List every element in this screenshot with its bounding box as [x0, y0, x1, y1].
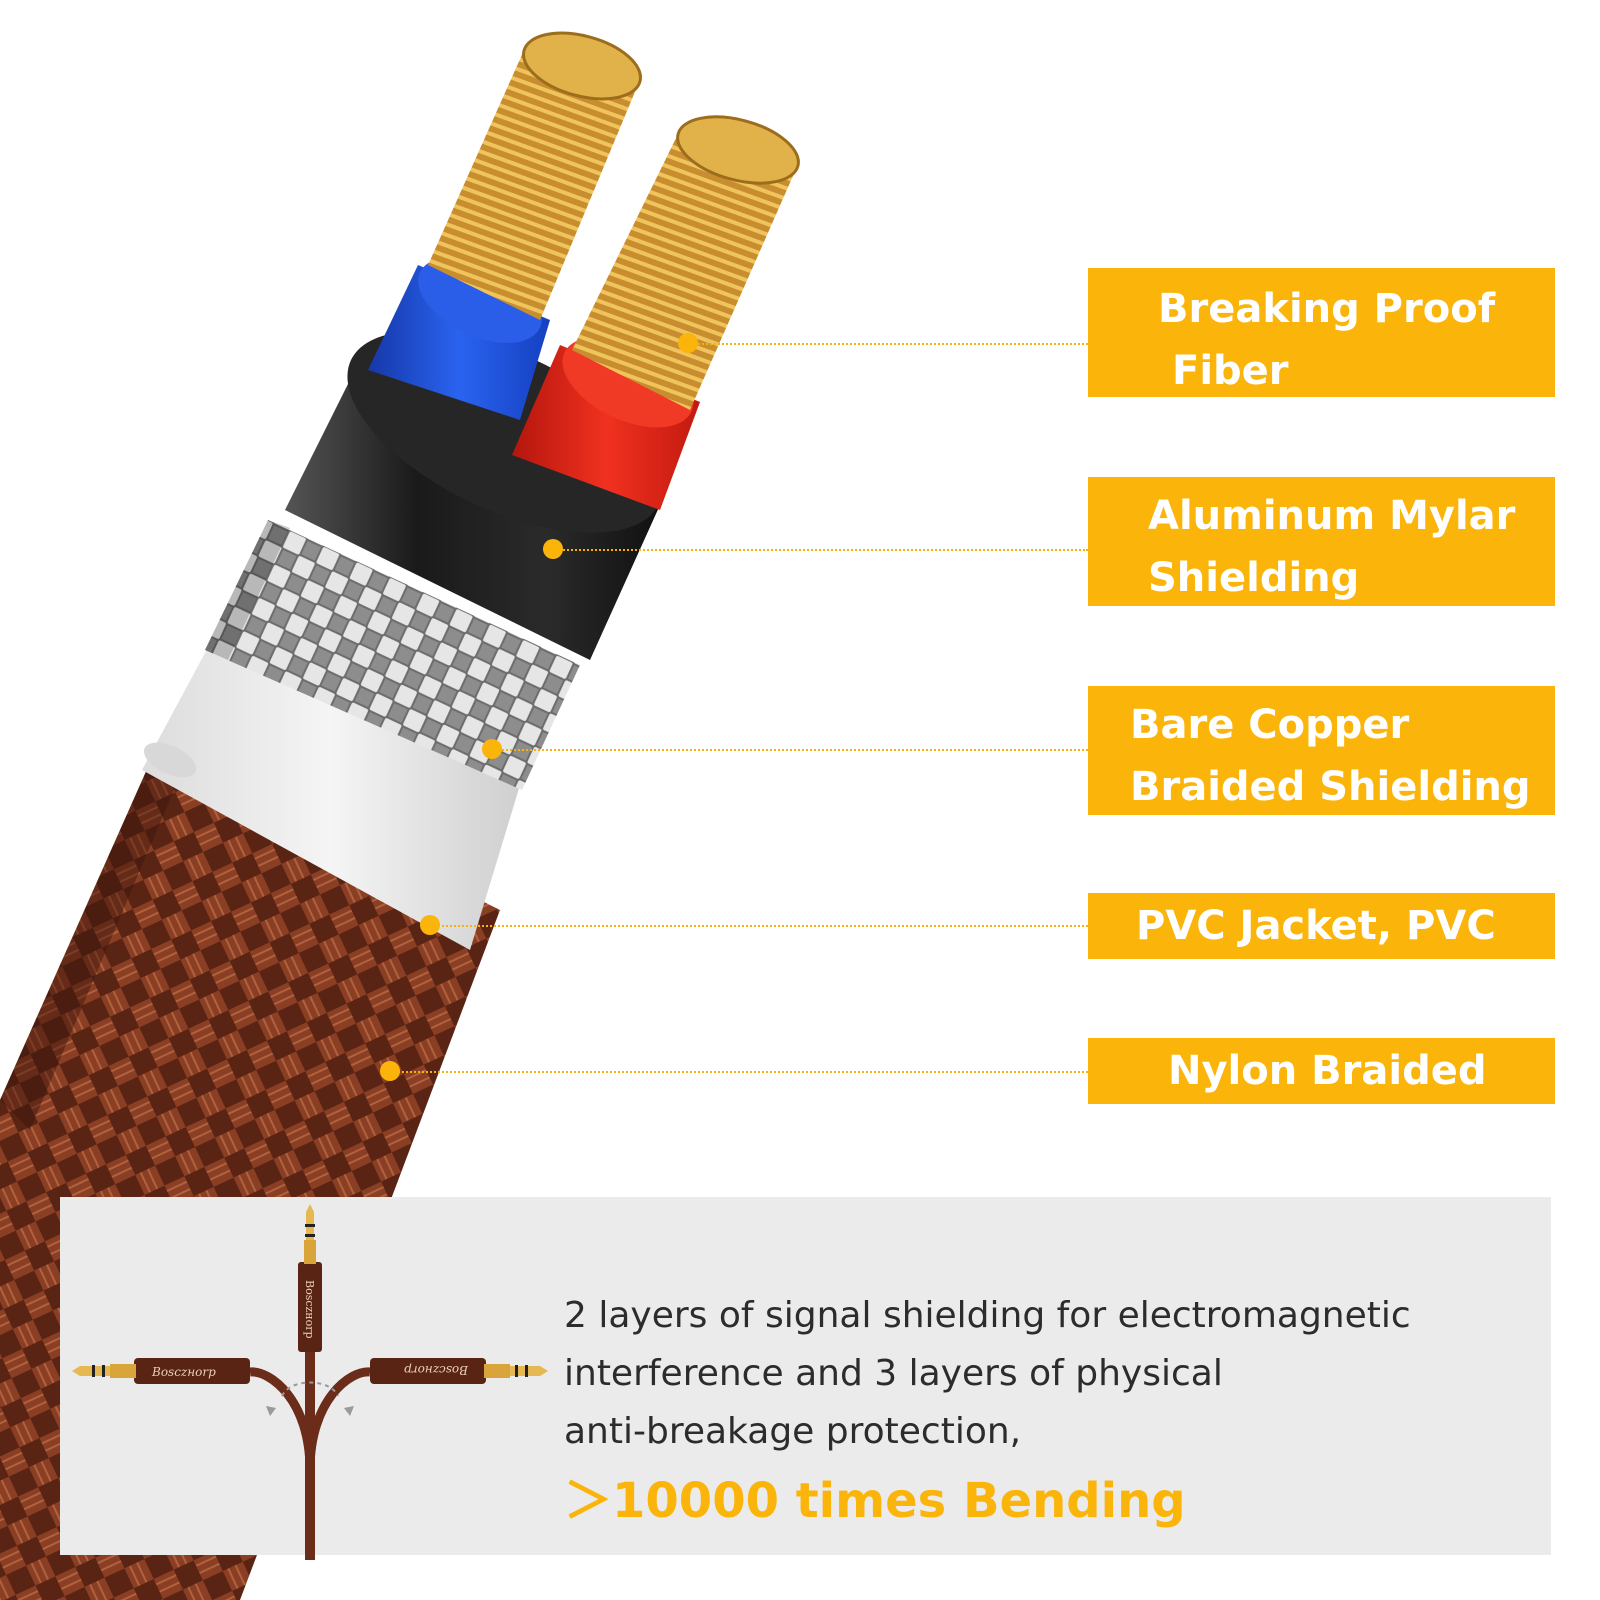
pvc-jacket — [142, 640, 520, 950]
label-line: Braided Shielding — [1130, 764, 1531, 810]
label-line: PVC Jacket, PVC — [1136, 903, 1496, 949]
label-line: Bare Copper — [1130, 702, 1410, 748]
dot-nylon — [380, 1061, 400, 1081]
gold-conductor-left — [428, 48, 642, 320]
info-line-3: anti-breakage protection, — [564, 1411, 1022, 1452]
dot-mylar — [543, 539, 563, 559]
label-breaking-proof-fiber: Breaking Proof Fiber — [1088, 268, 1555, 397]
right-plug-brand: Bosczнorp — [404, 1363, 469, 1377]
label-pvc-jacket: PVC Jacket, PVC — [1088, 893, 1555, 959]
label-line: Nylon Braided — [1168, 1048, 1487, 1094]
gold-conductor-right-tip — [676, 115, 800, 185]
left-plug-housing — [134, 1358, 250, 1384]
leader-line-copper — [495, 749, 1088, 751]
left-plug-brand: Bosczнorp — [151, 1365, 216, 1379]
label-line: Breaking Proof — [1158, 286, 1496, 332]
dot-pvc — [420, 915, 440, 935]
info-description: 2 layers of signal shielding for electro… — [564, 1287, 1524, 1537]
leader-line-mylar — [556, 549, 1088, 551]
leader-line-pvc — [433, 925, 1088, 927]
label-line: Shielding — [1148, 555, 1360, 601]
right-plug-housing — [370, 1358, 486, 1384]
leader-line-nylon — [393, 1071, 1088, 1073]
gold-conductor-left-tip — [522, 31, 642, 101]
leader-line-fiber — [690, 343, 1088, 345]
y-cable-illustration: Bosczнorp Bosczнorp Bosczнorp — [72, 1204, 548, 1560]
dot-copper — [482, 739, 502, 759]
label-aluminum-mylar-shielding: Aluminum Mylar Shielding — [1088, 477, 1555, 606]
info-line-1: 2 layers of signal shielding for electro… — [564, 1295, 1411, 1336]
label-line: Fiber — [1172, 348, 1289, 394]
bending-highlight: ＞10000 times Bending — [564, 1473, 1186, 1529]
info-line-2: interference and 3 layers of physical — [564, 1353, 1223, 1394]
top-plug-brand: Bosczнorp — [303, 1280, 316, 1339]
label-bare-copper-braided-shielding: Bare Copper Braided Shielding — [1088, 686, 1555, 815]
gold-conductor-right — [572, 130, 800, 410]
dot-fiber — [678, 333, 698, 353]
top-plug-housing — [298, 1262, 322, 1352]
label-nylon-braided: Nylon Braided — [1088, 1038, 1555, 1104]
copper-braid-layer — [205, 520, 580, 790]
label-line: Aluminum Mylar — [1148, 493, 1516, 539]
